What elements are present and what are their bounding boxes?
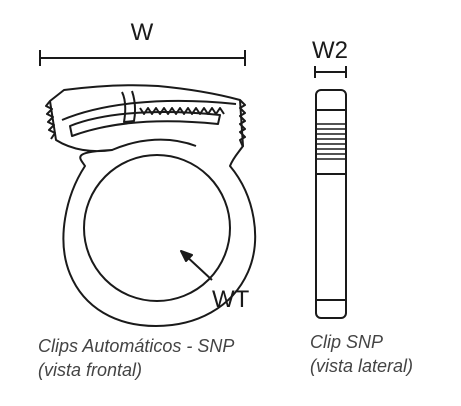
front-caption-line2: (vista frontal) — [38, 360, 143, 380]
side-width-label: W2 — [312, 37, 348, 64]
width-dimension — [39, 50, 246, 66]
width-label: W — [131, 19, 154, 46]
side-view-caption: Clip SNP (vista lateral) — [310, 330, 413, 378]
side-view-ribs — [316, 123, 346, 160]
clip-teeth — [139, 107, 225, 115]
wall-thickness-arrow — [180, 250, 213, 281]
clip-band-slot — [69, 111, 221, 137]
side-width-dimension — [314, 66, 347, 78]
clip-side-view — [315, 89, 347, 319]
front-caption-line1: Clips Automáticos - SNP — [38, 336, 235, 356]
clip-left-ear — [45, 100, 56, 140]
clip-inner-ring — [83, 154, 231, 302]
wall-thickness-label: WT — [212, 286, 250, 313]
front-view-caption: Clips Automáticos - SNP (vista frontal) — [38, 334, 234, 382]
clip-lower-strap — [111, 138, 197, 151]
side-view-body — [315, 89, 347, 319]
clip-front-view — [45, 84, 257, 327]
side-caption-line1: Clip SNP — [310, 332, 384, 352]
side-caption-line2: (vista lateral) — [310, 356, 414, 376]
clip-right-ear — [239, 99, 246, 148]
clip-outer-outline — [49, 84, 257, 327]
clip-latch-tab — [121, 90, 137, 123]
